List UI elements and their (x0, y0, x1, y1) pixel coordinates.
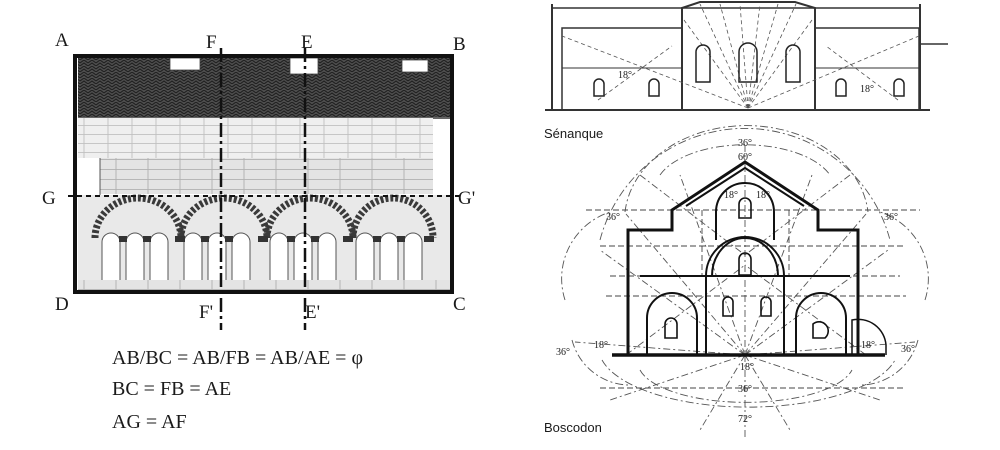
senanque-windows (593, 42, 905, 97)
formula-golden-ratio: AB/BC = AB/FB = AB/AE = φ (112, 347, 363, 369)
upper-wall (78, 118, 433, 158)
boscodon-angle-gable-right: 18° (756, 190, 770, 201)
caption-boscodon: Boscodon (544, 420, 602, 435)
boscodon-windows (664, 197, 829, 339)
senanque-elevation (545, 1, 948, 111)
arcade-base (78, 280, 450, 290)
boscodon-angle-bottom-b: 36° (738, 384, 752, 395)
label-e: E (301, 32, 313, 53)
senanque-angle-right: 18° (860, 84, 874, 95)
caption-senanque: Sénanque (544, 126, 603, 141)
boscodon-angle-bottom-a: 18° (740, 362, 754, 373)
frame-rectangle (73, 54, 454, 294)
boscodon-arches (646, 182, 887, 355)
boscodon-angle-base-right-inner: 18° (861, 340, 875, 351)
label-c: C (453, 294, 466, 315)
label-d: D (55, 294, 69, 315)
label-f: F (206, 32, 217, 53)
boscodon-angle-side-right: 36° (884, 212, 898, 223)
boscodon-angle-gable-left: 18° (724, 190, 738, 201)
boscodon-angle-bottom-c: 72° (738, 414, 752, 425)
formula-equal-lengths: BC = FB = AE (112, 378, 231, 400)
label-g: G (42, 188, 56, 209)
boscodon-angle-base-left-inner: 18° (594, 340, 608, 351)
senanque-angle-left: 18° (618, 70, 632, 81)
formula-ag-af: AG = AF (112, 411, 187, 433)
column-capitals (119, 236, 434, 242)
roof-tiles (78, 57, 450, 117)
arcade-openings (101, 232, 423, 283)
boscodon-angle-side-left: 36° (606, 212, 620, 223)
label-a: A (55, 30, 69, 51)
label-b: B (453, 34, 466, 55)
roof-chimney-right (401, 59, 429, 73)
left-elevation (68, 48, 460, 330)
boscodon-angle-base-left-outer: 36° (556, 347, 570, 358)
label-e-prime: E' (305, 302, 320, 323)
mid-wall (100, 158, 433, 194)
boscodon-angle-top-inner: 60° (738, 152, 752, 163)
label-g-prime: G' (458, 188, 475, 209)
boscodon-section (561, 125, 929, 440)
arcade-arches (91, 194, 437, 239)
roof-chimney-left (169, 57, 201, 71)
boscodon-outline (612, 160, 885, 357)
boscodon-angle-top-outer: 36° (738, 138, 752, 149)
label-f-prime: F' (199, 302, 213, 323)
boscodon-angle-base-right-outer: 36° (901, 344, 915, 355)
